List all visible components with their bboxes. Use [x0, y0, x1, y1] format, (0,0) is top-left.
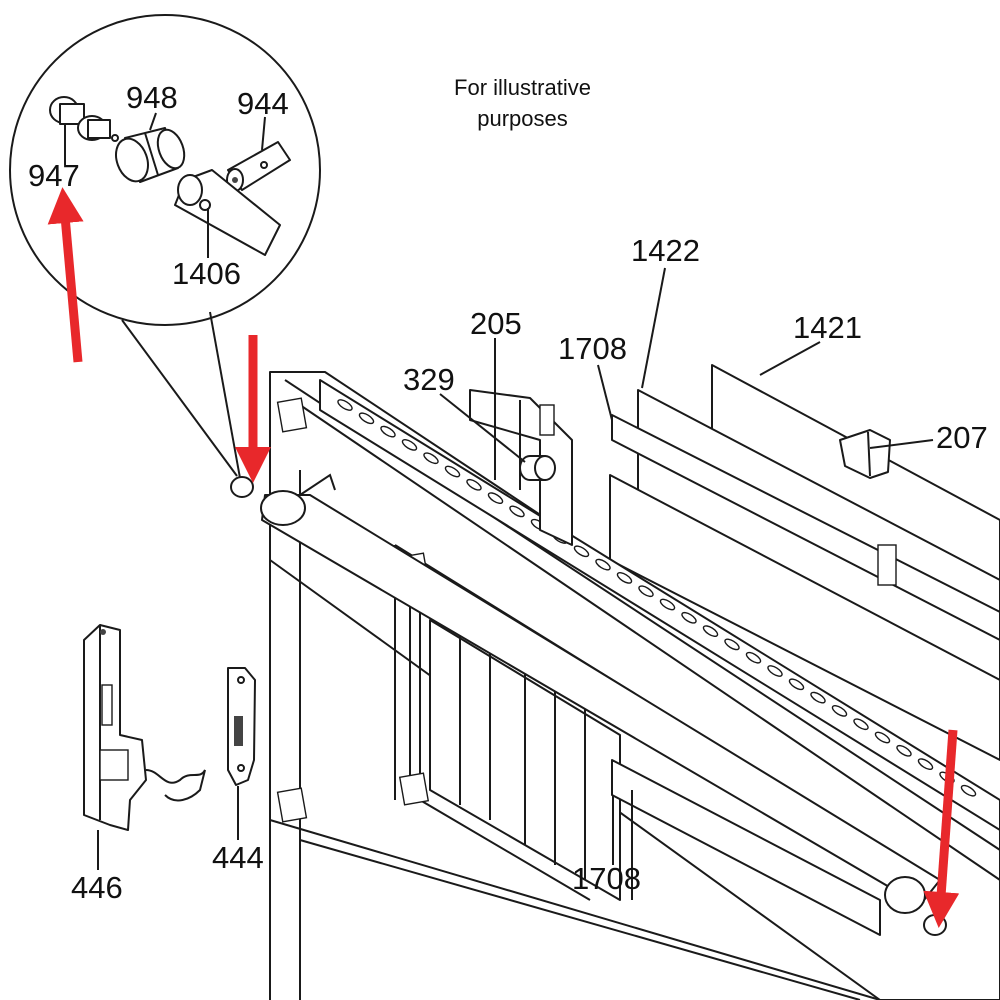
note-line-2: purposes [477, 106, 568, 131]
rail-slot [853, 718, 869, 731]
rail-slot [358, 412, 375, 425]
rail-slot [573, 545, 590, 558]
rail-slot [659, 598, 676, 611]
rail-slot [616, 572, 633, 584]
part-947-cap [49, 96, 119, 142]
panel-tab [877, 544, 897, 586]
rail-slot [874, 731, 891, 744]
callout-207: 207 [936, 420, 988, 455]
rail-slot [917, 758, 934, 770]
callout-1406: 1406 [172, 256, 241, 291]
rail-slot [509, 505, 525, 518]
leader-lines [64, 112, 934, 870]
clip-207 [839, 429, 891, 479]
rail-slot [702, 625, 719, 637]
callout-446: 446 [71, 870, 123, 905]
callout-329: 329 [403, 362, 455, 397]
rail-slot [466, 478, 482, 491]
bracket-205 [469, 389, 573, 546]
rail-slot [487, 492, 504, 504]
rail-slot [380, 425, 396, 438]
callout-947: 947 [28, 158, 80, 193]
arrow-to-right-hinge-end [923, 729, 960, 928]
rail-slot [638, 585, 654, 598]
arrow-to-947 [47, 187, 84, 363]
part-944-pin [226, 141, 291, 192]
rail-slot [681, 611, 697, 624]
callout-1708-bottom: 1708 [572, 861, 641, 896]
callout-205: 205 [470, 306, 522, 341]
rail-slot [831, 705, 848, 717]
red-arrows [47, 187, 960, 928]
rail-slot [724, 638, 740, 651]
rail-slot [444, 465, 461, 478]
callout-1708-top: 1708 [558, 331, 627, 366]
hinge-446 [83, 624, 206, 831]
rail-slot [767, 665, 783, 677]
part-1406-tube [174, 169, 281, 256]
callout-444: 444 [212, 840, 264, 875]
rail-slot [745, 651, 762, 664]
callout-1421: 1421 [793, 310, 862, 345]
rail-slot [896, 744, 912, 757]
callout-948: 948 [126, 80, 178, 115]
callout-1422: 1422 [631, 233, 700, 268]
callout-944: 944 [237, 86, 289, 121]
door-window [429, 619, 621, 901]
rail-slot [810, 691, 826, 704]
part-948-bushing [115, 127, 186, 183]
rail-slot [960, 784, 977, 797]
rail-slot [337, 399, 353, 411]
illustrative-note: For illustrative purposes [410, 72, 635, 134]
rail-slot [423, 452, 439, 465]
note-line-1: For illustrative [454, 75, 591, 100]
panel-1708-top [609, 414, 1000, 761]
spacer-329 [519, 455, 556, 481]
rail-slot [788, 678, 805, 691]
rail-slot [401, 439, 418, 451]
rail-slot [595, 558, 611, 571]
strike-444 [227, 667, 256, 786]
slotted-rail [319, 379, 1000, 831]
baffle-1708-bottom [611, 759, 881, 936]
